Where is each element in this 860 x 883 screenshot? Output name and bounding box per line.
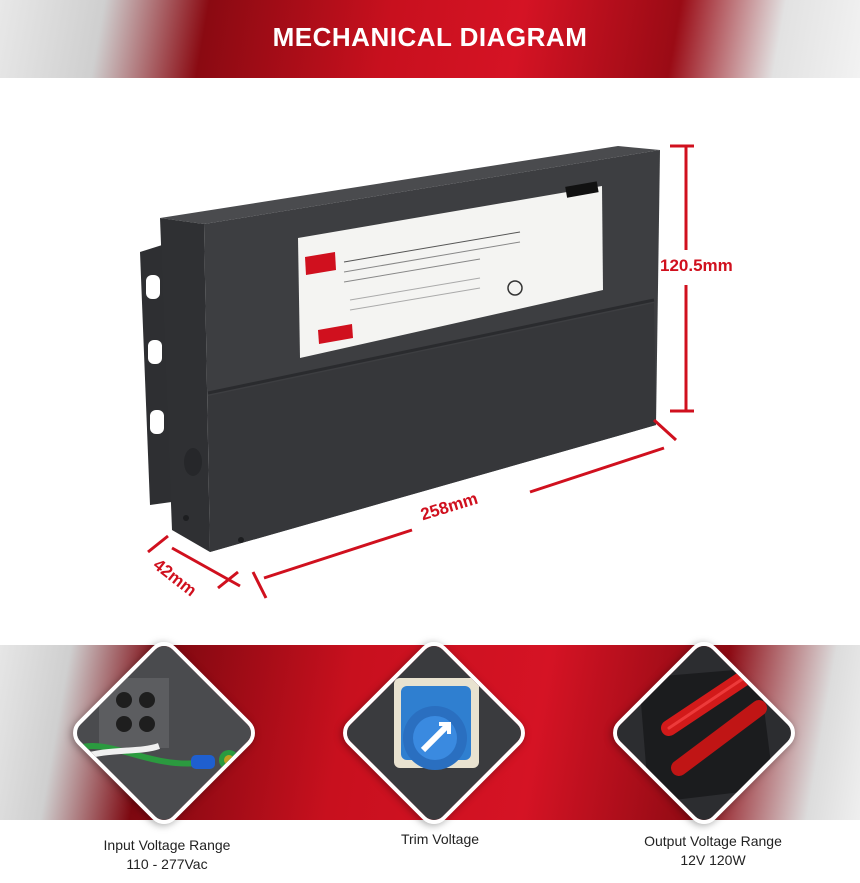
feature-caption-trim: Trim Voltage — [320, 830, 560, 849]
feature-caption-input: Input Voltage Range 110 - 277Vac — [47, 836, 287, 874]
driver-top-face — [160, 146, 660, 224]
feature-caption-output: Output Voltage Range 12V 120W — [593, 832, 833, 870]
feature-title: Trim Voltage — [400, 831, 480, 847]
width-dimension-line — [251, 418, 678, 599]
feature-title: Output Voltage Range — [644, 833, 782, 849]
knockout-hole — [184, 448, 202, 476]
height-label: 120.5mm — [660, 256, 733, 275]
product-diagram: 120.5mm 258mm 42mm — [0, 78, 860, 638]
led-driver-illustration — [140, 144, 694, 599]
header-banner: MECHANICAL DIAGRAM — [0, 0, 860, 78]
height-dimension-line — [670, 144, 694, 413]
page-title: MECHANICAL DIAGRAM — [272, 22, 588, 52]
feature-title: Input Voltage Range — [103, 837, 231, 853]
product-label — [298, 186, 603, 358]
depth-dimension-line — [147, 534, 241, 590]
feature-value: 12V 120W — [680, 852, 746, 868]
feature-value: 110 - 277Vac — [126, 856, 208, 872]
